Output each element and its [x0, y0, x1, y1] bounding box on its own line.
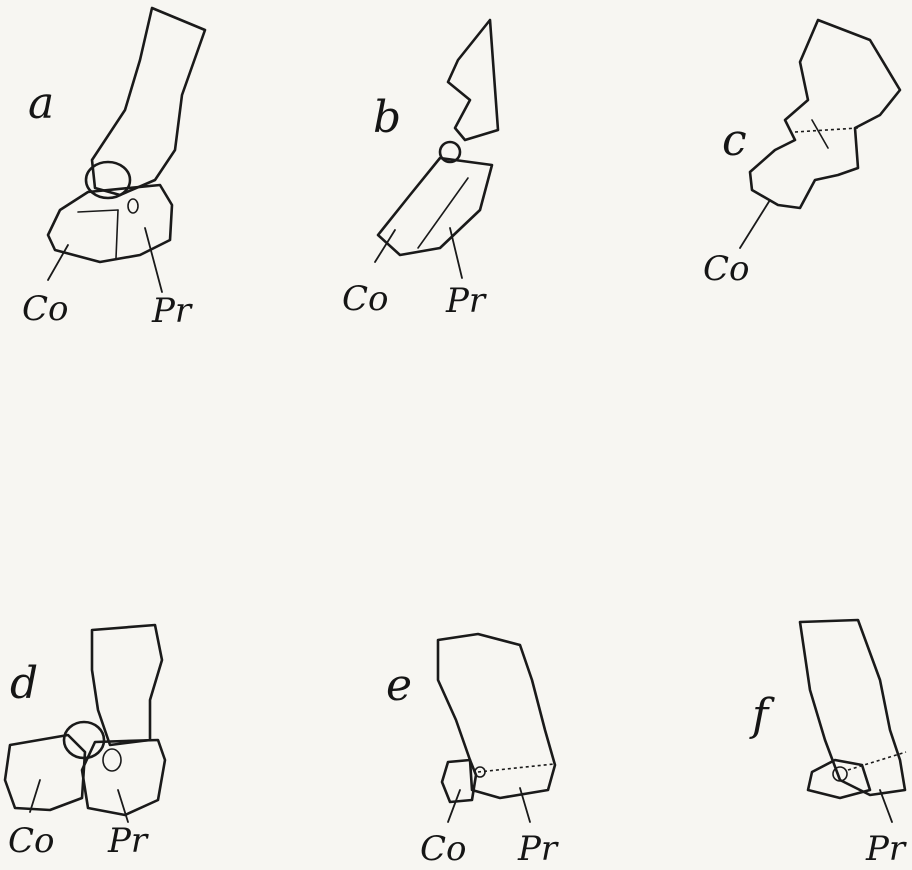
- panel-c-label-co: Co: [703, 249, 749, 289]
- panel-a-bone-drawing: [48, 8, 205, 262]
- panel-c: c Co: [703, 20, 900, 289]
- panel-b-letter: b: [373, 92, 401, 143]
- panel-d-pr-leader: [118, 790, 128, 822]
- panel-e-letter: e: [386, 660, 412, 711]
- panel-e: e Co Pr: [386, 634, 559, 869]
- panel-d-label-co: Co: [8, 821, 54, 861]
- panel-e-co-leader: [448, 790, 460, 822]
- panel-a-letter: a: [28, 78, 54, 129]
- panel-c-letter: c: [722, 115, 747, 166]
- panel-b-label-co: Co: [342, 279, 388, 319]
- panel-c-co-leader: [740, 200, 770, 248]
- panel-d-co-leader: [30, 780, 40, 812]
- panel-a-pr-leader: [145, 228, 162, 292]
- panel-a-label-pr: Pr: [151, 291, 193, 331]
- panel-f-pr-leader: [880, 790, 892, 822]
- panel-b: b Co Pr: [342, 20, 498, 321]
- panel-f-bone-drawing: [800, 620, 906, 798]
- panel-e-label-co: Co: [420, 829, 466, 869]
- panel-d-bone-drawing: [5, 625, 165, 815]
- panel-a-label-co: Co: [22, 289, 68, 329]
- panel-d: d Co Pr: [5, 625, 165, 861]
- panel-f-label-pr: Pr: [865, 829, 907, 869]
- panel-e-label-pr: Pr: [517, 829, 559, 869]
- panel-f: f Pr: [749, 620, 907, 869]
- panel-b-pr-leader: [450, 228, 462, 278]
- panel-e-bone-drawing: [438, 634, 555, 802]
- panel-d-label-pr: Pr: [107, 821, 149, 861]
- panel-b-label-pr: Pr: [445, 281, 487, 321]
- panel-f-letter: f: [749, 690, 775, 741]
- panel-a: a Co Pr: [22, 8, 205, 331]
- panel-c-bone-drawing: [750, 20, 900, 208]
- panel-d-letter: d: [10, 658, 38, 709]
